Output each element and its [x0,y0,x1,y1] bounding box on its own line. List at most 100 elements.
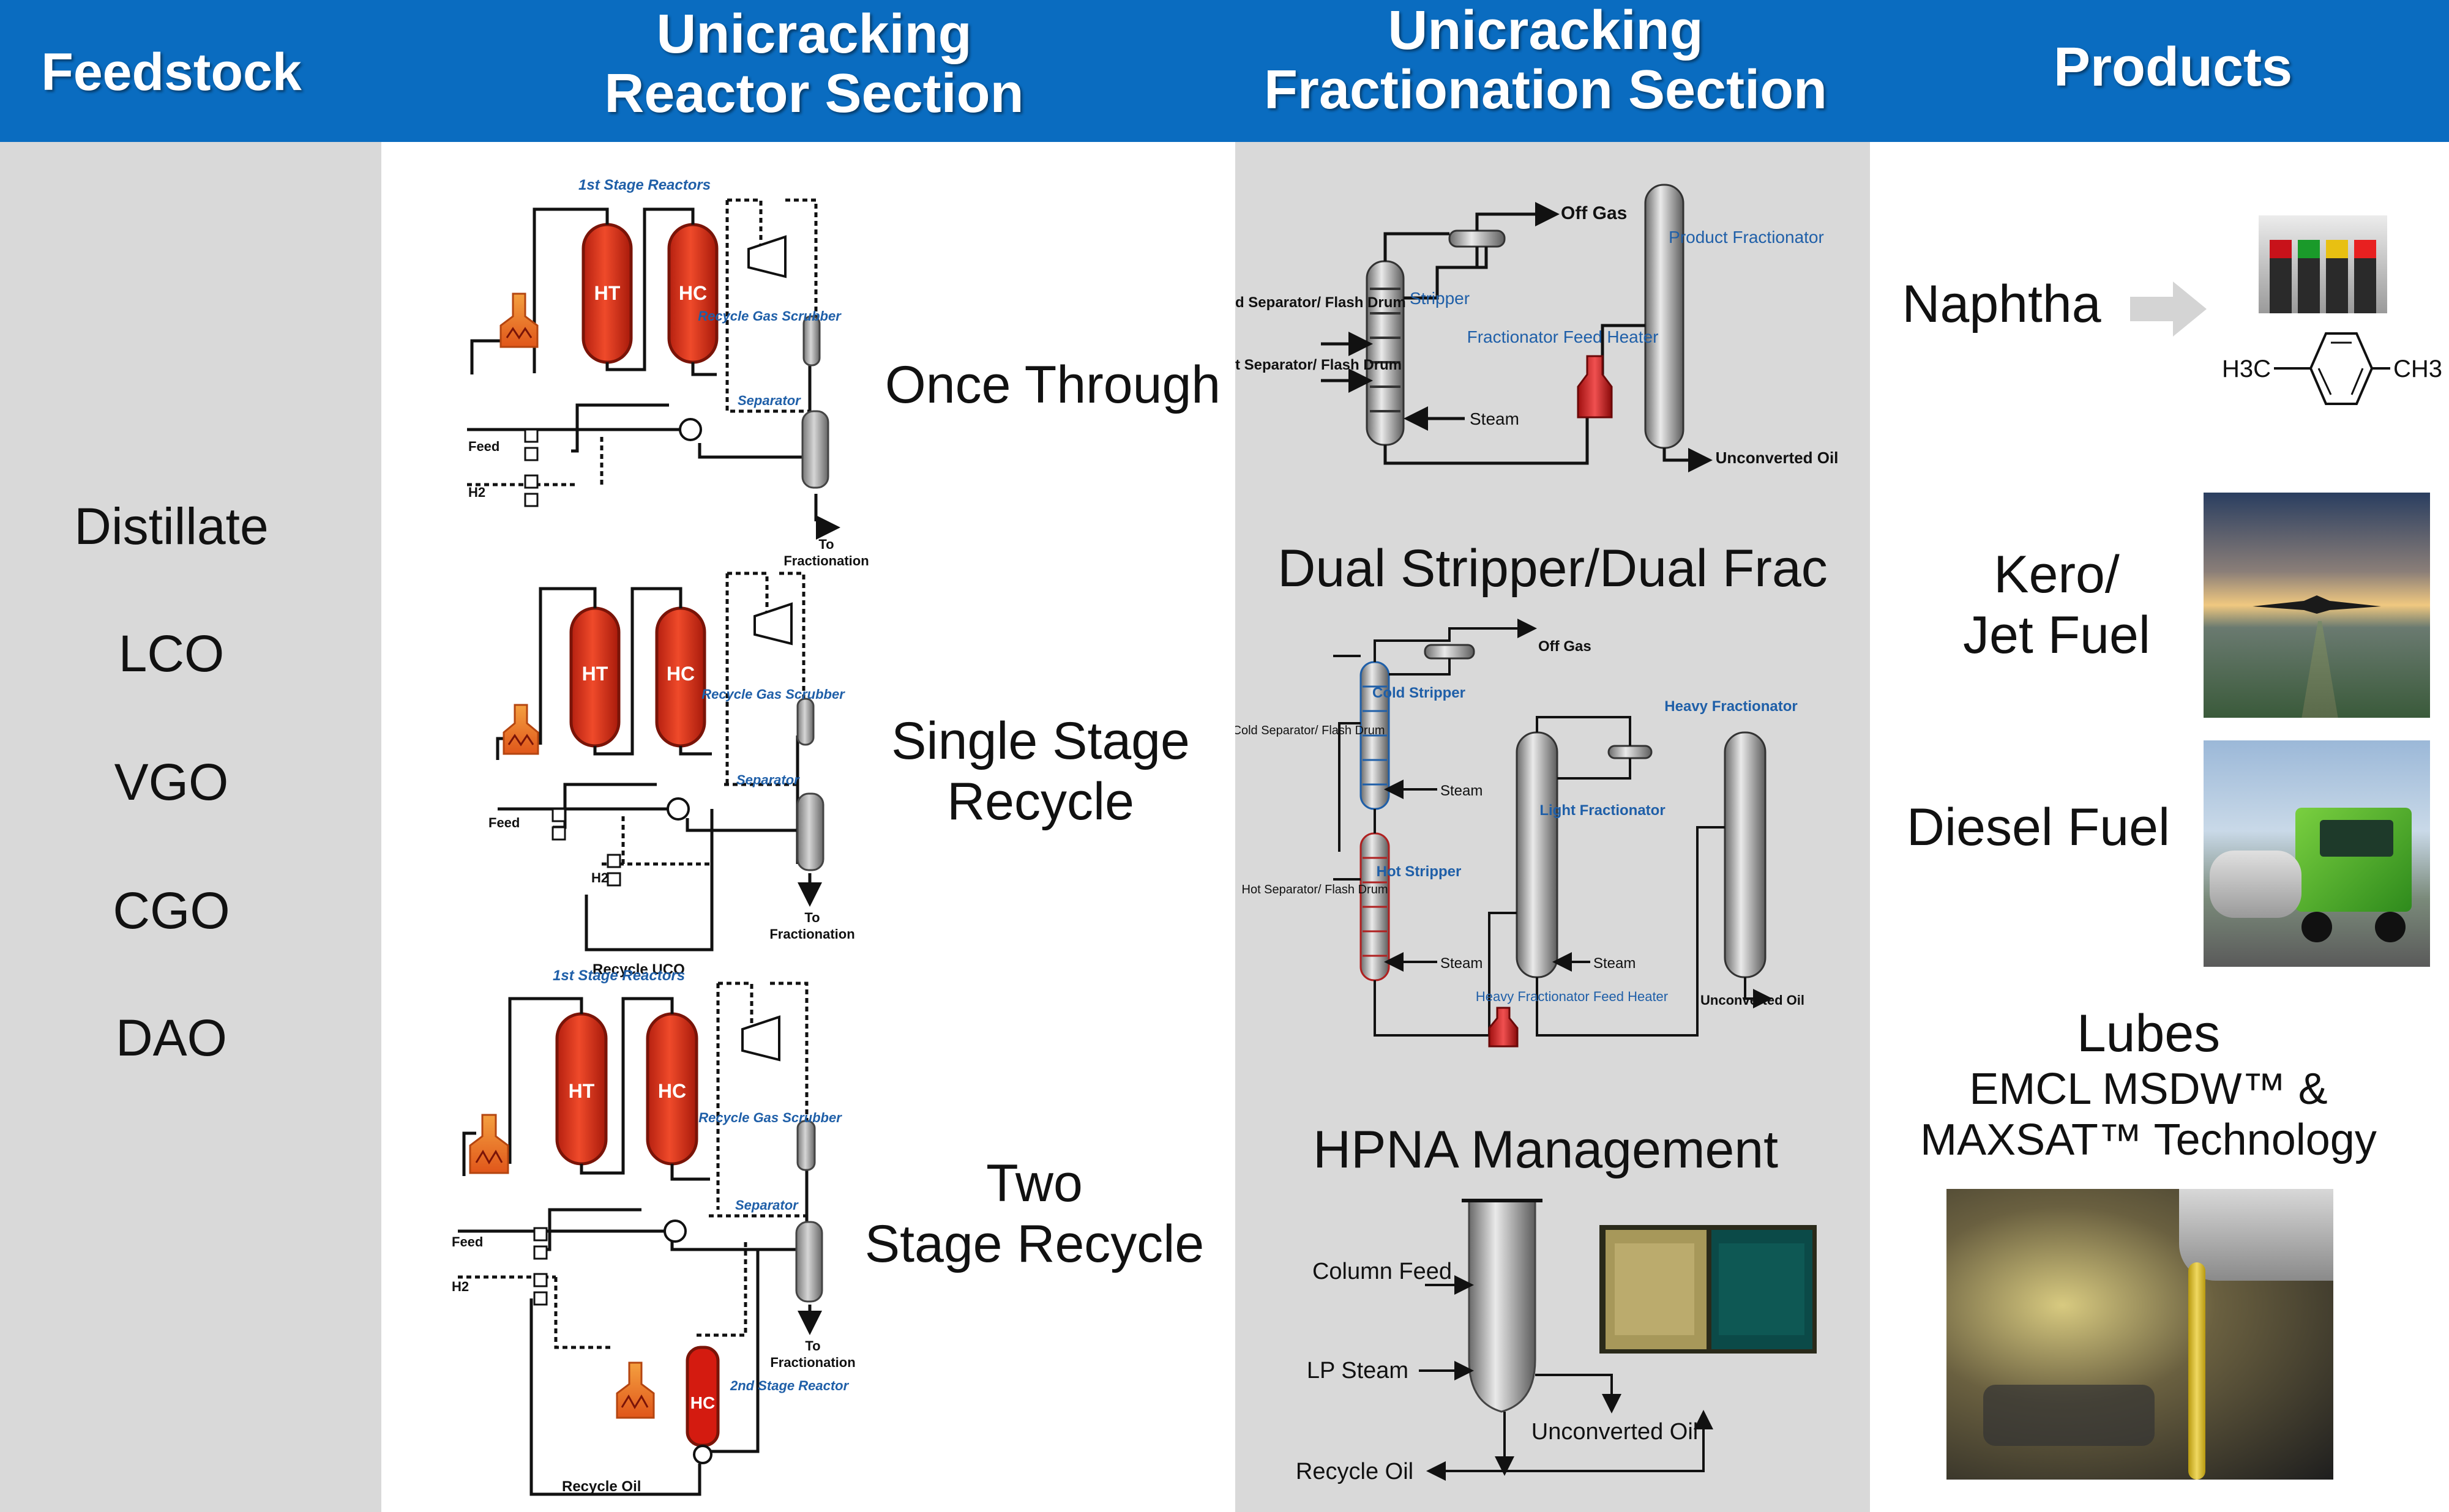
to-label-1: To [818,537,834,552]
heavy-fractionator-label-2: Heavy Fractionator [1664,698,1797,715]
off-gas-label-2: Off Gas [1538,638,1591,655]
lubes-block: Lubes EMCL MSDW™ & MAXSAT™ Technology [1891,1004,2406,1165]
feedstock-panel: Distillate LCO VGO CGO DAO [0,142,381,1512]
frac-diagram-2: Off Gas Cold Stripper Heavy Fractionator… [1235,619,1804,1048]
product-fractionator-1 [1644,184,1684,449]
exchanger-3 [664,1220,687,1243]
column-feed-label: Column Feed [1312,1259,1452,1284]
reactor-diagrams: 1st Stage Reactors HT HC [452,177,869,1496]
fractionation-diagrams: Off Gas Product Fractionator Cold Separa… [1235,184,1839,1484]
separator-1 [801,410,829,489]
single-stage-diagram: HT HC Recycle Gas Scrubber Separator Fee… [488,572,855,978]
steam-label-2c: Steam [1593,955,1636,972]
hpna-diagram: Column Feed LP Steam Unconverted Oil Rec… [1296,1199,1713,1484]
stripper-label-1: Stripper [1410,289,1470,308]
cold-stripper-label-2: Cold Stripper [1372,685,1465,701]
once-through-title: Once Through [884,356,1221,414]
separator-label-1: Separator [738,393,801,408]
diesel-label: Diesel Fuel [1906,798,2170,857]
hot-sep-label-2: Hot Separator/ Flash Drum [1242,883,1388,896]
unconverted-oil-label-2: Unconverted Oil [1700,992,1804,1008]
naphtha-label: Naphtha [1902,275,2101,333]
heavy-fractionator-2 [1724,731,1767,978]
oil-pour-photo [1946,1189,2333,1480]
separator-3 [795,1221,823,1303]
feedstock-vgo: VGO [114,753,229,811]
hc-label-1: HC [679,282,707,304]
recycle-oil-label: Recycle Oil [562,1478,641,1495]
lubes-label: Lubes [2076,1004,2221,1063]
h2-label-2: H2 [591,870,608,885]
single-stage-line2: Recycle [947,772,1134,831]
cold-sep-label-1: Cold Separator/ Flash Drum [1235,294,1406,311]
recycle-uco-label: Recycle UCO [593,961,685,978]
separator-label-2: Separator [736,772,800,788]
hpna-column [1468,1199,1536,1413]
reflux-drum-1 [1448,229,1506,248]
once-through-diagram: 1st Stage Reactors HT HC [467,177,869,568]
light-fractionator-2 [1516,731,1558,978]
header-bar: Feedstock Unicracking Reactor Section Un… [0,0,2449,142]
separator-label-3: Separator [735,1197,799,1213]
two-stage-title: Two Stage Recycle [851,1153,1218,1275]
single-stage-line1: Single Stage [891,712,1190,770]
stage-reactors-label-1: 1st Stage Reactors [578,177,711,193]
ht-label-2: HT [582,663,608,685]
steam-label-2b: Steam [1440,955,1482,972]
xylene-structure-icon: H3C CH3 [2222,332,2442,405]
feedstock-distillate: Distillate [74,497,269,555]
hc-label-3b: HC [690,1393,715,1412]
lubes-line3: MAXSAT™ Technology [1920,1115,2377,1164]
hc-label-2: HC [667,663,695,685]
hpna-title: HPNA Management [1312,1120,1779,1179]
reactor-header-line1: Unicracking [656,4,972,65]
second-stage-label: 2nd Stage Reactor [730,1378,850,1393]
hpna-unconverted-oil-label: Unconverted Oil [1531,1419,1698,1445]
frac-header: Unicracking Fractionation Section [1230,1,1861,120]
compressor-2 [753,602,793,646]
reactor-header-line2: Reactor Section [604,63,1024,125]
frac-header-line2: Fractionation Section [1263,59,1828,121]
feed-heater-label-1: Fractionator Feed Heater [1467,327,1659,346]
rgs-label-2: Recycle Gas Scrubber [701,687,845,702]
fractionation-label-2: Fractionation [769,926,854,942]
dual-stripper-title: Dual Stripper/Dual Frac [1277,539,1828,598]
scrubber-3 [796,1120,816,1171]
ch3-label: CH3 [2393,356,2442,382]
rgs-label-3: Recycle Gas Scrubber [698,1110,842,1125]
heavy-feed-heater-2 [1488,1007,1519,1048]
compressor-3 [741,1015,780,1062]
feed-label-2: Feed [488,815,520,830]
kero-line2: Jet Fuel [1963,605,2150,665]
h3c-label: H3C [2222,356,2271,382]
feedstock-dao: DAO [115,1009,228,1067]
feed-label-3: Feed [452,1234,483,1249]
frac-header-line1: Unicracking [1388,0,1703,61]
unconverted-oil-label-1: Unconverted Oil [1716,449,1839,467]
exchanger-1 [679,418,702,441]
kero-jet-label: Kero/ Jet Fuel [1910,545,2204,666]
lubes-line2: EMCL MSDW™ & [1969,1064,2328,1114]
hpna-sample-photo [1599,1225,1817,1354]
scrubber-1 [802,315,821,367]
steam-label-2a: Steam [1440,783,1482,799]
kero-line1: Kero/ [1994,545,2120,604]
hot-sep-label-1: Hot Separator/ Flash Drum [1235,357,1402,373]
separator-2 [796,792,824,871]
light-fractionator-label-2: Light Fractionator [1539,802,1665,819]
to-label-2: To [804,910,820,925]
h2-label-1: H2 [468,485,485,500]
heater-2 [503,704,539,755]
cold-sep-label-2: Cold Separator/ Flash Drum [1235,724,1385,737]
recycle-oil-hpna-label: Recycle Oil [1296,1459,1413,1484]
fractionation-label-1: Fractionation [783,553,869,568]
fractionation-label-3: Fractionation [770,1355,855,1370]
heavy-heater-label-2: Heavy Fractionator Feed Heater [1476,989,1668,1004]
heater-3b [616,1361,655,1419]
lp-steam-label: LP Steam [1307,1358,1408,1384]
reactor-header: Unicracking Reactor Section [539,4,1090,125]
single-stage-title: Single Stage Recycle [857,711,1224,832]
product-fractionator-label-1: Product Fractionator [1669,228,1824,247]
stage-reactors-label-3: 1st Stage Reactors [553,967,685,984]
steam-label-1: Steam [1470,409,1519,428]
